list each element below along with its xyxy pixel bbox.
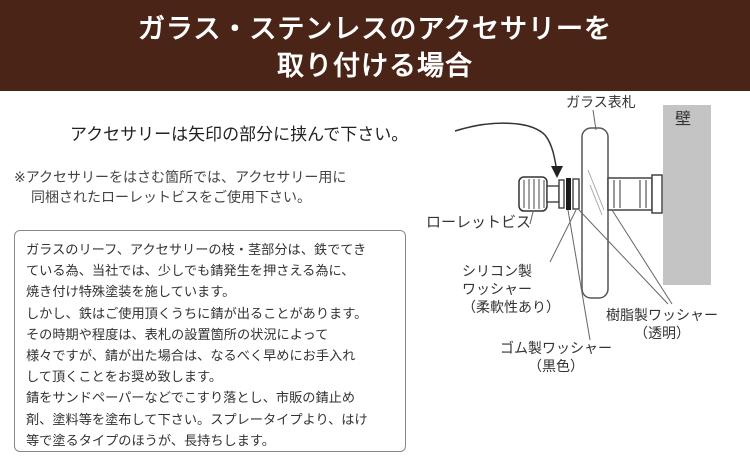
insert-arrow-head: [551, 166, 563, 178]
wall-label: 壁: [675, 109, 692, 128]
warning-line: 剤、塗料等を塗布して下さい。スプレータイプより、はけ: [26, 412, 368, 428]
banner-title-line2: 取り付ける場合: [277, 51, 473, 82]
warning-line: ガラスのリーフ、アクセサリーの枝・茎部分は、鉄でてき: [26, 243, 367, 258]
glass-plate-label: ガラス表札: [566, 95, 636, 111]
silicone-washer-label-line2: ワッシャー: [462, 282, 532, 298]
rubber-washer-label: ゴム製ワッシャー （黒色）: [500, 340, 612, 376]
resin-washer-label-line1: 樹脂製ワッシャー: [606, 308, 718, 324]
warning-line: その時期や程度は、表札の設置箇所の状況によって: [26, 327, 329, 343]
glass-glint: [589, 184, 603, 216]
resin-washer-label-line2: （透明）: [634, 326, 690, 342]
knurled-screw-label: ローレットビス: [426, 213, 532, 231]
instruction-text: アクセサリーは矢印の部分に挟んで下さい。: [70, 125, 409, 145]
rubber-washer-label-line1: ゴム製ワッシャー: [500, 341, 612, 357]
rust-warning-box: ガラスのリーフ、アクセサリーの枝・茎部分は、鉄でてき ている為、当社では、少しで…: [14, 230, 406, 452]
silicone-washer-label-line3: （柔軟性あり）: [462, 300, 560, 316]
rubber-washer-shape: [566, 178, 571, 210]
knurled-screw-head: [518, 176, 548, 212]
warning-line: 錆をサンドペーパーなどでこすり落とし、市販の錆止め: [26, 391, 356, 407]
warning-line: 等で塗るタイプのほうが、長持ちします。: [26, 433, 275, 449]
standoff-cap: [651, 174, 663, 214]
silicone-washer-label: シリコン製 ワッシャー （柔軟性あり）: [462, 263, 560, 317]
screw-note-line1: ※アクセサリーをはさむ箇所では、アクセサリー用に: [14, 170, 347, 186]
banner-title-line1: ガラス・ステンレスのアクセサリーを: [137, 14, 613, 45]
screw-note: ※アクセサリーをはさむ箇所では、アクセサリー用に 同梱されたローレットビスをご使…: [14, 168, 346, 208]
insert-arrow-line: [454, 122, 558, 173]
warning-line: 焼き付け特殊塗装を施しています。: [26, 285, 236, 301]
accessory-plate: [558, 179, 565, 209]
knurled-screw-texture: [523, 179, 545, 209]
glass-glint: [587, 169, 605, 211]
screw-shaft: [546, 185, 560, 203]
silicone-washer-label-line1: シリコン製: [462, 264, 532, 280]
glass-plate-shape: [581, 127, 609, 299]
leader-lines: [529, 109, 673, 341]
warning-line: して頂くことをお奨め致します。: [26, 370, 223, 386]
rubber-washer-label-line2: （黒色）: [528, 359, 584, 375]
header-banner: ガラス・ステンレスのアクセサリーを 取り付ける場合: [0, 0, 750, 91]
screw-note-line2: 同梱されたローレットビスをご使用下さい。: [31, 190, 311, 206]
silicone-washer-shape: [572, 178, 580, 210]
standoff-body: [607, 177, 653, 211]
warning-line: しかし、鉄はご使用頂くうちに錆が出ることがあります。: [26, 306, 368, 322]
warning-line: ている為、当社では、少しでも錆発生を押さえる為に、: [26, 264, 355, 280]
resin-washer-label: 樹脂製ワッシャー （透明）: [606, 307, 718, 343]
standoff-knurl: [613, 180, 647, 208]
wall-block: [663, 105, 711, 285]
warning-line: 様々ですが、錆が出た場合は、なるべく早めにお手入れ: [26, 349, 356, 365]
